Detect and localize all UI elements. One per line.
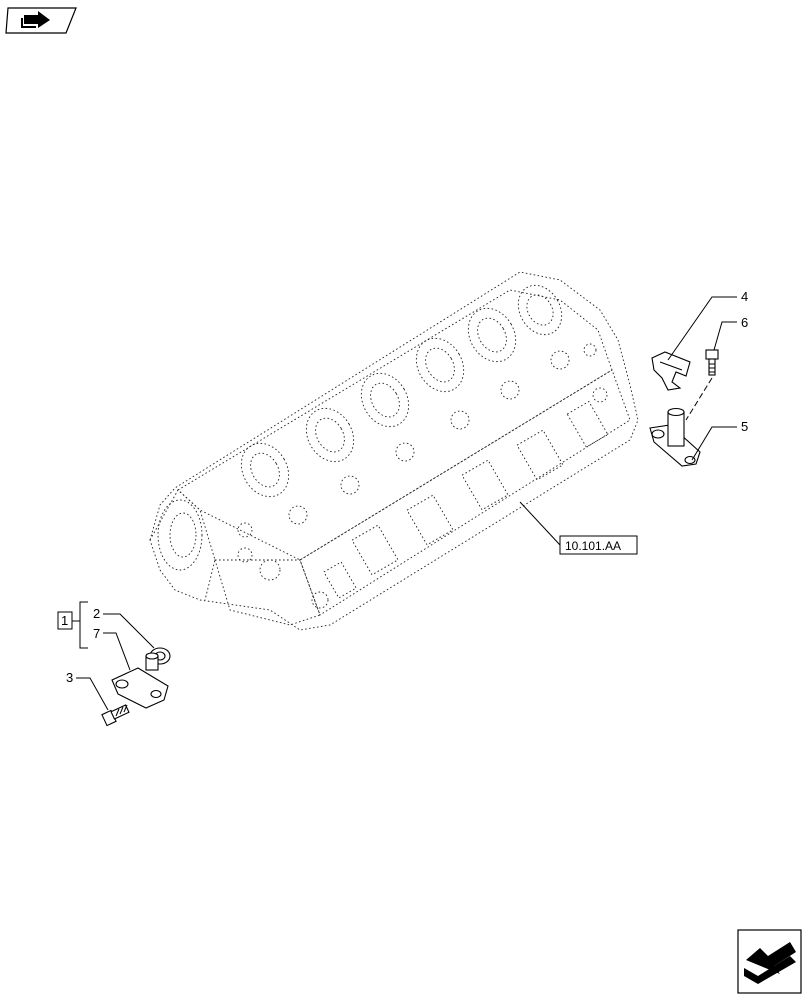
next-page-icon[interactable] xyxy=(737,929,802,994)
callout-2[interactable]: 2 xyxy=(93,606,100,621)
callout-4[interactable]: 4 xyxy=(741,289,748,304)
part-4-bracket xyxy=(651,351,691,391)
part-3-screw xyxy=(101,704,130,727)
part-5-flange xyxy=(649,407,701,467)
callout-1[interactable]: 1 xyxy=(61,613,68,628)
cylinder-head-outline xyxy=(149,271,639,631)
callout-leaders xyxy=(57,296,737,711)
previous-page-icon[interactable] xyxy=(5,7,77,34)
callout-7[interactable]: 7 xyxy=(93,626,100,641)
callout-3[interactable]: 3 xyxy=(66,670,73,685)
callout-6[interactable]: 6 xyxy=(741,315,748,330)
part-7-plate xyxy=(111,652,169,709)
part-6-bolt xyxy=(685,349,719,421)
reference-label[interactable]: 10.101.AA xyxy=(565,539,621,553)
callout-5[interactable]: 5 xyxy=(741,419,748,434)
reference-callout: 10.101.AA xyxy=(519,501,638,555)
